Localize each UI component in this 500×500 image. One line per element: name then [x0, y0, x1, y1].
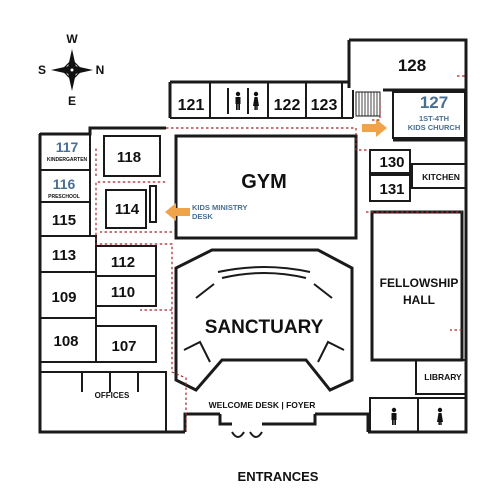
- gym-room: [174, 134, 358, 240]
- library-room: [415, 359, 467, 395]
- room-110-label: 110: [111, 284, 135, 301]
- compass-south: S: [38, 63, 46, 77]
- compass-west: W: [66, 32, 78, 46]
- room-127: [392, 91, 466, 139]
- room-113-label: 113: [52, 247, 76, 264]
- left-wing-rooms: [39, 133, 167, 433]
- gym-label: GYM: [241, 171, 287, 193]
- sanctuary-label: SANCTUARY: [205, 317, 324, 338]
- stairs-icon: [355, 91, 381, 117]
- kids-desk-label-1: KIDS MINISTRY: [192, 203, 248, 212]
- compass-east: E: [68, 94, 76, 108]
- room-131-label: 131: [379, 181, 404, 198]
- sanctuary-room: [174, 248, 354, 392]
- room-115-label: 115: [52, 212, 76, 229]
- arrow-right-icon: [362, 119, 387, 137]
- room-127-sub1: 1ST-4TH: [419, 114, 449, 123]
- kitchen-label: KITCHEN: [422, 172, 460, 182]
- compass-rose-icon: [51, 49, 93, 91]
- room-117-label: 117: [56, 139, 79, 155]
- top-rooms: [170, 82, 354, 119]
- offices-label: OFFICES: [95, 391, 130, 400]
- room-117-sub: KINDERGARTEN: [47, 157, 88, 163]
- kids-ministry-desk: [149, 185, 157, 223]
- room-128-label: 128: [398, 56, 426, 75]
- room-122-label: 122: [274, 97, 301, 114]
- right-rooms: [369, 149, 467, 202]
- room-123-label: 123: [311, 97, 338, 114]
- entrances-label: ENTRANCES: [238, 469, 319, 484]
- arrow-left-icon: [165, 203, 190, 221]
- room-107-label: 107: [111, 338, 136, 355]
- building-walls: [38, 38, 468, 434]
- kids-desk-label-2: DESK: [192, 212, 213, 221]
- room-130-label: 130: [379, 154, 404, 171]
- fellowship-label-2: HALL: [403, 293, 435, 307]
- fellowship-label-1: FELLOWSHIP: [380, 276, 459, 290]
- room-121-label: 121: [178, 97, 205, 114]
- restroom-women-icon: [437, 407, 443, 425]
- room-108-label: 108: [53, 333, 78, 350]
- room-112-label: 112: [111, 254, 135, 271]
- compass-north: N: [96, 63, 105, 77]
- restroom-women-icon: [253, 91, 259, 110]
- room-116-label: 116: [53, 176, 76, 192]
- room-127-label: 127: [420, 93, 448, 112]
- restroom-men-icon: [391, 407, 397, 425]
- entrance-doors: [231, 431, 263, 438]
- bottom-restrooms: [369, 397, 467, 433]
- welcome-desk-label: WELCOME DESK | FOYER: [209, 400, 316, 410]
- room-118-label: 118: [117, 149, 141, 166]
- room-114-label: 114: [115, 201, 140, 218]
- room-109-label: 109: [51, 289, 76, 306]
- room-116-sub: PRESCHOOL: [48, 194, 80, 200]
- restroom-men-icon: [235, 91, 241, 110]
- walking-route: [95, 75, 466, 430]
- library-label: LIBRARY: [424, 372, 462, 382]
- room-127-sub2: KIDS CHURCH: [408, 123, 461, 132]
